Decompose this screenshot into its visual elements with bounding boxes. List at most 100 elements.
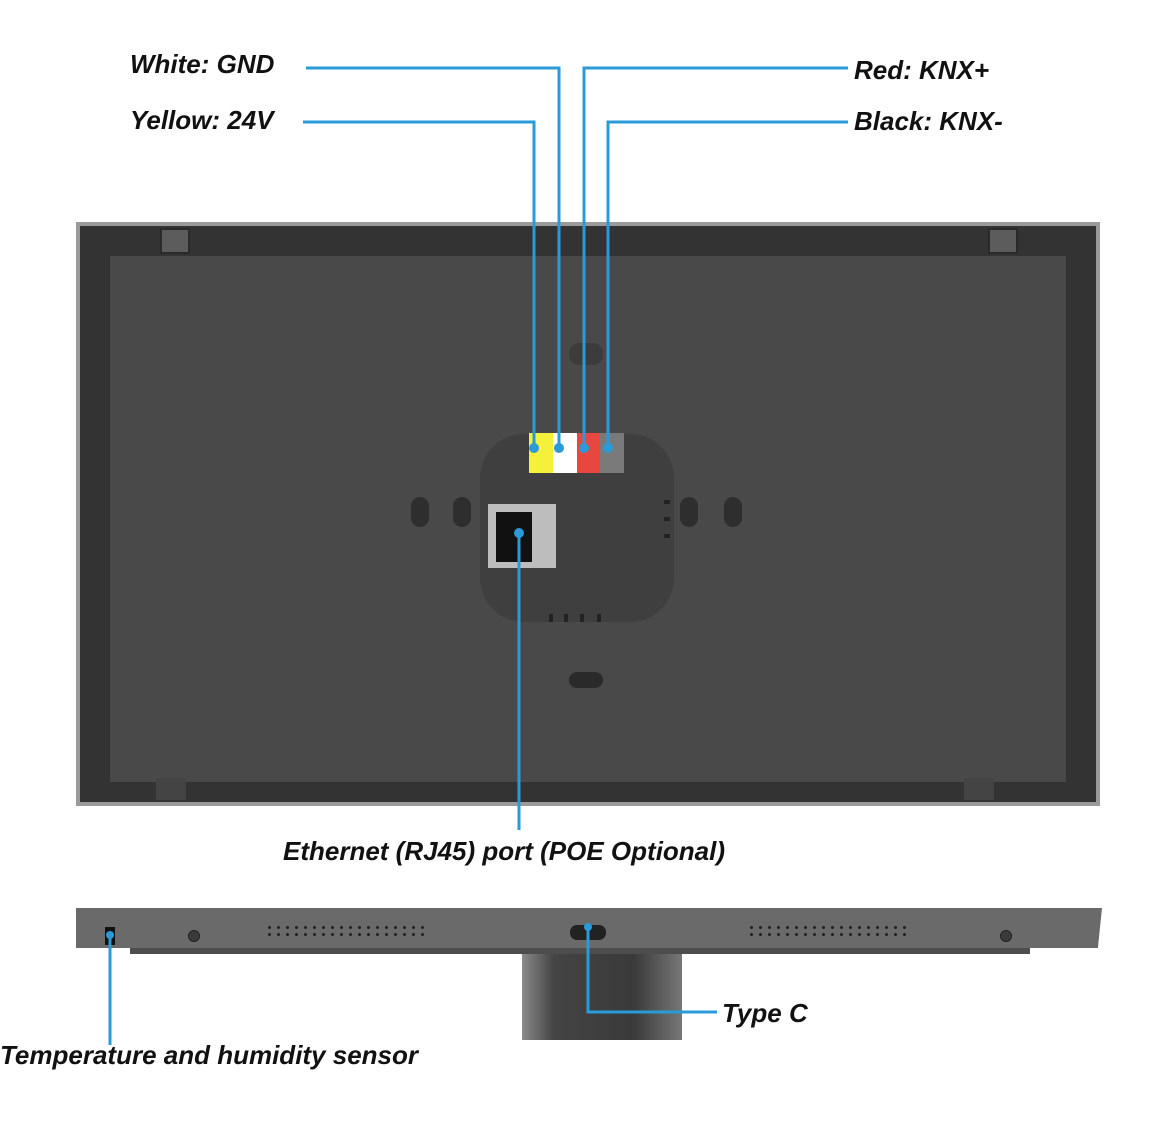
grille-hole bbox=[849, 926, 852, 929]
grille-hole bbox=[867, 926, 870, 929]
bottom-vent bbox=[597, 614, 601, 622]
grille-hole bbox=[759, 933, 762, 936]
terminal-dot-white bbox=[554, 443, 564, 453]
grille-hole bbox=[268, 933, 271, 936]
grille-hole bbox=[822, 926, 825, 929]
grille-hole bbox=[376, 926, 379, 929]
leader-yellow-24v bbox=[303, 120, 536, 448]
rj45-port bbox=[488, 504, 556, 568]
terminal-black bbox=[600, 433, 624, 473]
bottom-vent bbox=[564, 614, 568, 622]
top-left-clip bbox=[160, 228, 190, 254]
grille-hole bbox=[295, 933, 298, 936]
bottom-slot bbox=[569, 672, 603, 688]
grille-hole bbox=[876, 933, 879, 936]
label-black-knx-minus: Black: KNX- bbox=[854, 106, 1003, 136]
grille-hole bbox=[786, 926, 789, 929]
terminal-dot-black bbox=[603, 443, 613, 453]
mount-hole-left-inner bbox=[453, 497, 471, 527]
grille-hole bbox=[849, 933, 852, 936]
sensor-dot bbox=[106, 931, 114, 939]
grille-hole bbox=[831, 926, 834, 929]
grille-hole bbox=[759, 926, 762, 929]
grille-hole bbox=[394, 926, 397, 929]
grille-hole bbox=[322, 926, 325, 929]
leader-red-knx-plus bbox=[582, 66, 848, 448]
speaker-grille-left bbox=[268, 926, 430, 936]
grille-hole bbox=[394, 933, 397, 936]
grille-hole bbox=[376, 933, 379, 936]
label-yellow-24v: Yellow: 24V bbox=[130, 105, 274, 135]
grille-hole bbox=[358, 926, 361, 929]
terminal-dot-yellow bbox=[529, 443, 539, 453]
grille-hole bbox=[304, 933, 307, 936]
top-slot bbox=[569, 343, 603, 365]
grille-hole bbox=[358, 933, 361, 936]
screw-right bbox=[1000, 930, 1012, 942]
grille-hole bbox=[340, 926, 343, 929]
label-type-c: Type C bbox=[722, 998, 808, 1028]
grille-hole bbox=[403, 933, 406, 936]
label-white-gnd: White: GND bbox=[130, 49, 275, 79]
screw-left bbox=[188, 930, 200, 942]
terminal-white bbox=[553, 433, 577, 473]
bottom-vent bbox=[580, 614, 584, 622]
grille-hole bbox=[322, 933, 325, 936]
grille-hole bbox=[903, 933, 906, 936]
grille-hole bbox=[804, 926, 807, 929]
terminal-dot-red bbox=[579, 443, 589, 453]
bottom-right-notch bbox=[964, 778, 994, 800]
grille-hole bbox=[421, 926, 424, 929]
grille-hole bbox=[903, 926, 906, 929]
grille-hole bbox=[412, 926, 415, 929]
grille-hole bbox=[813, 933, 816, 936]
grille-hole bbox=[768, 926, 771, 929]
top-right-clip bbox=[988, 228, 1018, 254]
side-vent bbox=[664, 500, 670, 504]
grille-hole bbox=[367, 926, 370, 929]
grille-hole bbox=[421, 933, 424, 936]
mount-hole-right-inner bbox=[680, 497, 698, 527]
grille-hole bbox=[349, 933, 352, 936]
grille-hole bbox=[277, 933, 280, 936]
speaker-grille-right bbox=[750, 926, 912, 936]
grille-hole bbox=[777, 933, 780, 936]
grille-hole bbox=[313, 926, 316, 929]
grille-hole bbox=[858, 926, 861, 929]
grille-hole bbox=[840, 933, 843, 936]
grille-hole bbox=[768, 933, 771, 936]
grille-hole bbox=[349, 926, 352, 929]
label-temp-humidity: Temperature and humidity sensor bbox=[0, 1040, 419, 1070]
label-ethernet: Ethernet (RJ45) port (POE Optional) bbox=[283, 836, 726, 866]
grille-hole bbox=[367, 933, 370, 936]
grille-hole bbox=[777, 926, 780, 929]
leader-white-gnd bbox=[306, 66, 561, 448]
grille-hole bbox=[412, 933, 415, 936]
grille-hole bbox=[786, 933, 789, 936]
grille-hole bbox=[313, 933, 316, 936]
grille-hole bbox=[894, 926, 897, 929]
type-c-dot bbox=[584, 923, 592, 931]
terminal-red bbox=[577, 433, 601, 473]
grille-hole bbox=[304, 926, 307, 929]
grille-hole bbox=[331, 926, 334, 929]
leader-black-knx-minus bbox=[606, 120, 848, 448]
grille-hole bbox=[804, 933, 807, 936]
grille-hole bbox=[385, 933, 388, 936]
grille-hole bbox=[750, 926, 753, 929]
grille-hole bbox=[858, 933, 861, 936]
mount-hole-left-outer bbox=[411, 497, 429, 527]
grille-hole bbox=[885, 933, 888, 936]
wall-box-stand bbox=[522, 952, 682, 1040]
grille-hole bbox=[795, 933, 798, 936]
grille-hole bbox=[286, 933, 289, 936]
grille-hole bbox=[277, 926, 280, 929]
grille-hole bbox=[340, 933, 343, 936]
side-vent bbox=[664, 534, 670, 538]
grille-hole bbox=[813, 926, 816, 929]
rj45-dot bbox=[514, 528, 524, 538]
side-vent bbox=[664, 517, 670, 521]
label-red-knx-plus: Red: KNX+ bbox=[854, 55, 990, 85]
grille-hole bbox=[295, 926, 298, 929]
